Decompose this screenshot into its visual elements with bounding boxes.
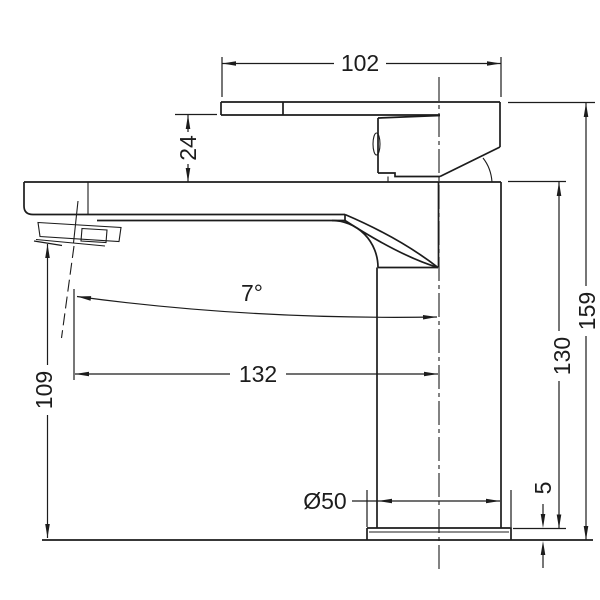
dim-label-handle-height: 24 (175, 135, 201, 161)
dim-label-spout-angle: 7° (241, 280, 263, 306)
arrowhead (45, 524, 50, 538)
arrowhead (424, 371, 438, 377)
angle-arc (76, 295, 438, 318)
arrowhead (45, 244, 50, 258)
dimension-outlet-height: 109 (31, 240, 63, 538)
dimension-base-diameter: Ø50 (303, 488, 512, 527)
dim-label-base-plate-thickness: 5 (530, 482, 556, 495)
underside-fillet (331, 219, 379, 268)
aerator-axis-seam (72, 200, 79, 244)
dimension-spout-angle: 7° (76, 280, 438, 320)
dimension-spout-reach: 132 (75, 361, 438, 387)
dim-label-overall-height: 159 (574, 292, 600, 330)
arrowhead (583, 103, 589, 117)
waterfall-lip-lower (344, 219, 439, 269)
cartridge-cap (372, 132, 381, 156)
dim-label-top-width: 102 (341, 50, 379, 76)
dimension-overall-height: 159 (508, 101, 600, 540)
arrowhead (556, 182, 562, 196)
arrowhead (185, 115, 191, 129)
dim-label-spout-reach: 132 (239, 361, 277, 387)
water-stream-line (60, 245, 75, 339)
arrowhead (378, 498, 392, 504)
arrowhead (540, 541, 546, 555)
arrowhead (583, 526, 589, 540)
dimension-base-plate-thickness: 5 (513, 482, 566, 568)
dimension-top-width: 102 (221, 50, 502, 97)
arrowhead (222, 61, 236, 66)
dim-label-outlet-height: 109 (31, 371, 57, 409)
arrowhead (75, 371, 89, 377)
aerator (35, 221, 122, 247)
spout-body (23, 181, 501, 269)
handle-base-body (372, 102, 501, 183)
arrowhead (540, 514, 546, 528)
dimension-handle-height: 24 (175, 113, 217, 182)
arrowhead (77, 296, 92, 301)
arrowhead (556, 514, 562, 529)
arrowhead (185, 168, 191, 182)
dimension-body-height: 130 (508, 180, 575, 529)
waterfall-lip-upper (344, 213, 439, 269)
dim-label-body-height: 130 (549, 337, 575, 375)
handle-lever (220, 101, 500, 116)
centerlines (60, 77, 440, 570)
faucet-outline (23, 101, 593, 541)
arrowhead (422, 314, 437, 320)
handle-swing-arc (482, 157, 493, 183)
arrowhead (487, 61, 501, 66)
arrowhead (486, 498, 500, 504)
dim-label-base-diameter: Ø50 (303, 488, 346, 514)
